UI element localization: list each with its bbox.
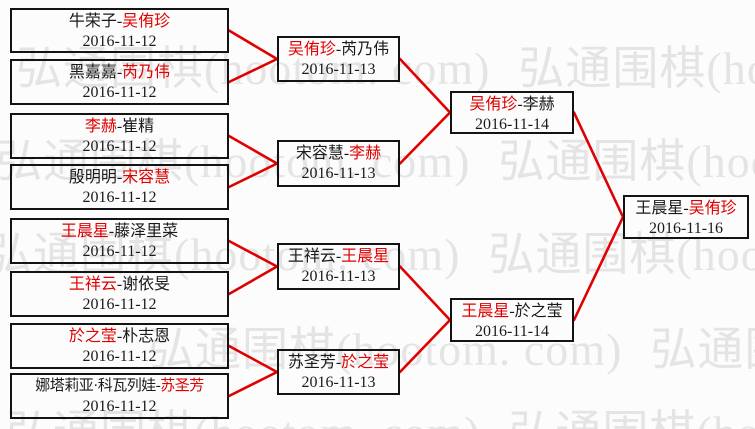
match-date: 2016-11-16 [648, 220, 724, 237]
player-name: 宋容慧- [295, 145, 350, 162]
player-name: 牛荣子- [68, 13, 123, 30]
match-players: 於之莹-朴志恩 [12, 326, 227, 347]
player-name: 王祥云 [68, 276, 117, 293]
player-name: 殷明明- [68, 169, 123, 186]
match-box-r1-3: 李赫-崔精 2016-11-12 [10, 113, 229, 159]
watermark-row: 弘通围棋(hootom. com)弘通围棋(hootom. com) [0, 229, 755, 280]
match-players: 宋容慧-李赫 [279, 143, 398, 164]
player-name: -芮乃伟 [335, 41, 390, 58]
match-date: 2016-11-12 [82, 398, 157, 415]
bracket-lines-group [227, 29, 625, 398]
player-name: 娜塔莉亚·科瓦列娃- [35, 378, 161, 394]
match-players: 吴侑珍-芮乃伟 [279, 39, 398, 60]
player-name: 王晨星 [461, 303, 510, 320]
match-box-r1-7: 於之莹-朴志恩 2016-11-12 [10, 323, 229, 369]
player-name: 吴侑珍 [688, 200, 737, 217]
player-name: 於之莹 [341, 354, 390, 371]
match-players: 王晨星-藤泽里菜 [12, 221, 227, 242]
match-players: 吴侑珍-李赫 [452, 94, 572, 115]
player-name: 芮乃伟 [122, 64, 171, 81]
player-name: -谢依旻 [116, 276, 171, 293]
match-players: 王晨星-於之莹 [452, 301, 572, 322]
match-date: 2016-11-12 [82, 296, 157, 313]
player-name: 王晨星 [60, 223, 109, 240]
match-date: 2016-11-13 [301, 268, 376, 285]
player-name: 吴侑珍 [469, 96, 518, 113]
match-players: 牛荣子-吴侑珍 [12, 11, 227, 32]
match-date: 2016-11-13 [301, 165, 376, 182]
player-name: 於之莹 [68, 328, 117, 345]
player-name: 吴侑珍 [122, 13, 171, 30]
match-date: 2016-11-14 [474, 323, 550, 340]
watermark-row: 弘通围棋(hootom. com)弘通围棋(hootom. com) [0, 136, 755, 187]
match-box-sf-1: 吴侑珍-李赫 2016-11-14 [450, 91, 574, 134]
match-players: 黑嘉嘉-芮乃伟 [12, 62, 227, 83]
player-name: -李赫 [517, 96, 555, 113]
match-date: 2016-11-12 [82, 189, 157, 206]
player-name: 李赫 [349, 145, 382, 162]
match-box-r2-3: 王祥云-王晨星 2016-11-13 [277, 243, 400, 290]
match-date: 2016-11-14 [474, 116, 550, 133]
player-name: 黑嘉嘉- [68, 64, 123, 81]
player-name: -於之莹 [509, 303, 563, 320]
player-name: 王晨星 [341, 248, 390, 265]
match-players: 娜塔莉亚·科瓦列娃-苏圣芳 [12, 376, 227, 397]
match-date: 2016-11-12 [82, 138, 157, 155]
match-players: 殷明明-宋容慧 [12, 167, 227, 188]
match-players: 王晨星-吴侑珍 [625, 198, 747, 219]
match-players: 苏圣芳-於之莹 [279, 352, 398, 373]
player-name: 吴侑珍 [287, 41, 336, 58]
match-players: 李赫-崔精 [12, 116, 227, 137]
match-box-r1-1: 牛荣子-吴侑珍 2016-11-12 [10, 8, 229, 53]
match-box-r1-8: 娜塔莉亚·科瓦列娃-苏圣芳 2016-11-12 [10, 373, 229, 419]
match-box-final: 王晨星-吴侑珍 2016-11-16 [623, 195, 749, 239]
match-box-r1-4: 殷明明-宋容慧 2016-11-12 [10, 164, 229, 210]
match-players: 王祥云-王晨星 [279, 246, 398, 267]
player-name: 王晨星- [635, 200, 689, 217]
match-box-r2-1: 吴侑珍-芮乃伟 2016-11-13 [277, 36, 400, 82]
match-date: 2016-11-13 [301, 374, 376, 391]
player-name: 苏圣芳- [287, 354, 342, 371]
player-name: -藤泽里菜 [108, 223, 179, 240]
match-date: 2016-11-12 [82, 84, 157, 101]
match-date: 2016-11-12 [82, 348, 157, 365]
match-date: 2016-11-12 [82, 33, 157, 50]
match-box-r1-5: 王晨星-藤泽里菜 2016-11-12 [10, 218, 229, 264]
player-name: -朴志恩 [116, 328, 171, 345]
match-box-sf-2: 王晨星-於之莹 2016-11-14 [450, 298, 574, 342]
player-name: 王祥云- [287, 248, 342, 265]
match-players: 王祥云-谢依旻 [12, 274, 227, 295]
match-box-r1-6: 王祥云-谢依旻 2016-11-12 [10, 271, 229, 317]
player-name: 宋容慧 [122, 169, 171, 186]
match-box-r2-4: 苏圣芳-於之莹 2016-11-13 [277, 349, 400, 395]
match-date: 2016-11-13 [301, 61, 376, 78]
player-name: -崔精 [116, 118, 155, 135]
match-date: 2016-11-12 [82, 243, 157, 260]
player-name: 李赫 [84, 118, 117, 135]
match-box-r2-2: 宋容慧-李赫 2016-11-13 [277, 140, 400, 187]
watermark-row: 弘通围棋(hootom. com)弘通围棋(hootom. com) [6, 410, 755, 429]
match-box-r1-2: 黑嘉嘉-芮乃伟 2016-11-12 [10, 59, 229, 105]
player-name: 苏圣芳 [160, 378, 204, 394]
